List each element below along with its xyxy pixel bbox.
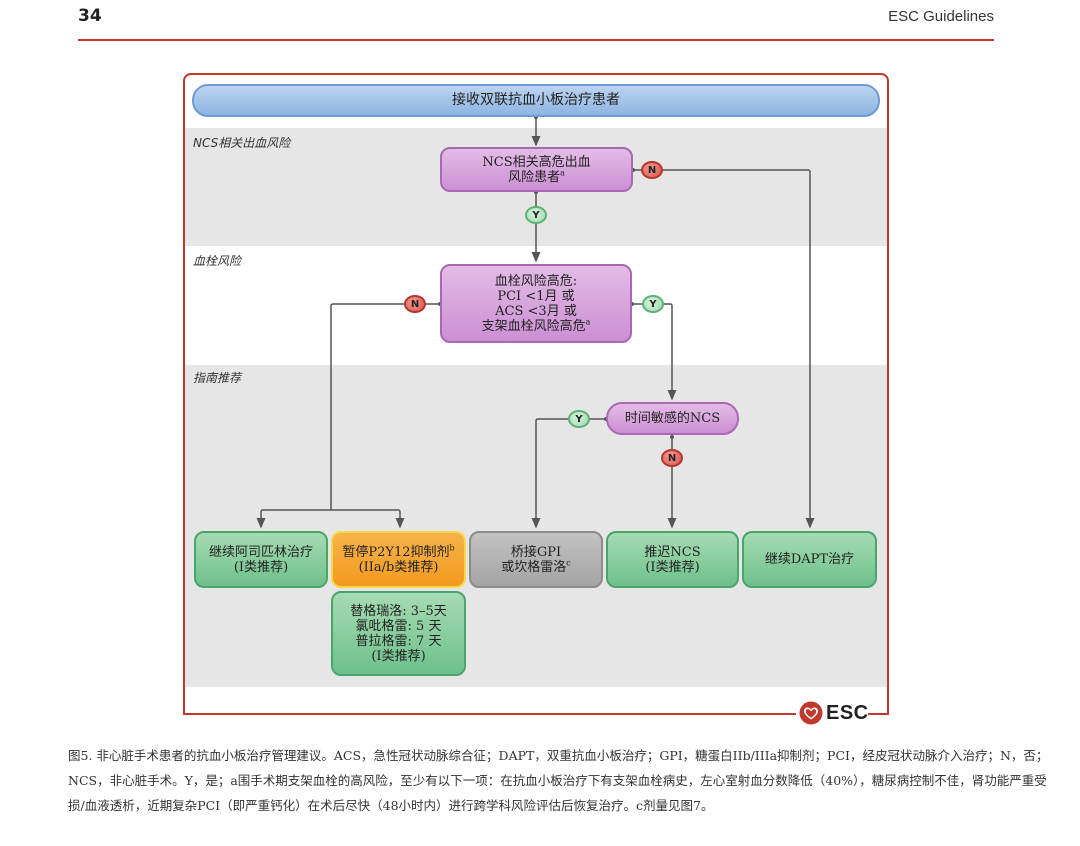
node-ncs-high-bleeding: NCS相关高危出血 风险患者a <box>440 147 633 192</box>
node-time-sensitive-label: 时间敏感的NCS <box>624 411 721 426</box>
badge-no-time-sensitive: N <box>661 449 683 467</box>
esc-logo-text: ESC <box>826 701 869 724</box>
node-pause-p2y12-sup: b <box>449 543 455 553</box>
node-stop-schedule: 替格瑞洛: 3–5天 氯吡格雷: 5 天 普拉格雷: 7 天 (I类推荐) <box>331 591 466 676</box>
node-continue-aspirin-line1: 继续阿司匹林治疗 <box>208 544 313 560</box>
band-label-thrombosis: 血栓风险 <box>193 254 242 268</box>
node-bridge-line2-wrap: 或坎格雷洛c <box>501 558 571 575</box>
node-ncs-high-bleeding-line2-wrap: 风险患者a <box>508 168 565 185</box>
page-number: 34 <box>78 6 102 26</box>
node-thrombosis-line2: PCI <1月 或 <box>497 288 575 304</box>
esc-heart-icon <box>799 701 823 725</box>
node-bridge-line1: 桥接GPI <box>510 544 562 560</box>
node-stop-line3: 普拉格雷: 7 天 <box>355 633 442 649</box>
badge-no-bleeding: N <box>641 161 663 179</box>
header-brand: ESC Guidelines <box>888 8 994 25</box>
node-thrombosis-line3: ACS <3月 或 <box>495 303 577 319</box>
node-bridge-gpi: 桥接GPI 或坎格雷洛c <box>469 531 603 588</box>
node-bridge-sup: c <box>566 558 571 568</box>
node-thrombosis-high-risk: 血栓风险高危: PCI <1月 或 ACS <3月 或 支架血栓风险高危a <box>440 264 632 343</box>
node-stop-line1: 替格瑞洛: 3–5天 <box>350 603 447 619</box>
node-delay-line1: 推迟NCS <box>644 544 701 560</box>
node-pause-p2y12-line1-wrap: 暂停P2Y12抑制剂b <box>342 543 455 560</box>
node-pause-p2y12-line1: 暂停P2Y12抑制剂 <box>342 544 450 560</box>
node-pause-p2y12-line2: (IIa/b类推荐) <box>358 559 439 575</box>
node-ncs-high-bleeding-line2: 风险患者 <box>508 169 561 185</box>
edge-time-yes-to-bridge <box>531 418 606 529</box>
node-thrombosis-line1: 血栓风险高危: <box>494 273 578 289</box>
badge-yes-thrombosis: Y <box>642 295 664 313</box>
node-start: 接收双联抗血小板治疗患者 <box>192 84 880 117</box>
node-ncs-high-bleeding-line1: NCS相关高危出血 <box>482 154 591 170</box>
node-thrombosis-line4-wrap: 支架血栓风险高危a <box>481 317 591 334</box>
node-continue-aspirin-line2: (I类推荐) <box>233 559 289 575</box>
node-stop-line2: 氯吡格雷: 5 天 <box>355 618 442 634</box>
frame-bottom-right <box>868 713 889 715</box>
node-continue-dapt: 继续DAPT治疗 <box>742 531 877 588</box>
badge-no-thrombosis: N <box>404 295 426 313</box>
node-bridge-line2: 或坎格雷洛 <box>501 559 567 575</box>
edge-thrombo-no-to-split <box>330 303 440 510</box>
edge-split-to-aspirin <box>256 509 331 529</box>
edge-bleed-no-to-dapt <box>633 169 815 529</box>
badge-yes-time-sensitive: Y <box>568 410 590 428</box>
node-continue-dapt-label: 继续DAPT治疗 <box>764 552 855 567</box>
node-thrombosis-line4: 支架血栓风险高危 <box>481 318 586 334</box>
edge-split-to-pause <box>331 509 405 529</box>
band-label-ncs-bleeding: NCS相关出血风险 <box>193 136 291 150</box>
node-delay-ncs: 推迟NCS (I类推荐) <box>606 531 739 588</box>
node-ncs-high-bleeding-sup: a <box>560 168 565 178</box>
edge-thrombo-yes-to-time <box>632 303 677 401</box>
node-thrombosis-sup: a <box>585 317 591 327</box>
node-delay-line2: (I类推荐) <box>645 559 700 575</box>
band-label-recommendation: 指南推荐 <box>193 371 242 385</box>
node-start-label: 接收双联抗血小板治疗患者 <box>452 92 620 108</box>
node-stop-line4: (I类推荐) <box>371 648 426 664</box>
esc-logo: ESC <box>799 700 869 726</box>
node-time-sensitive-ncs: 时间敏感的NCS <box>606 402 739 435</box>
header-rule <box>78 39 994 41</box>
node-continue-aspirin: 继续阿司匹林治疗 (I类推荐) <box>194 531 328 588</box>
frame-bottom-left <box>183 713 796 715</box>
badge-yes-bleeding: Y <box>525 206 547 224</box>
figure-caption: 图5. 非心脏手术患者的抗血小板治疗管理建议。ACS，急性冠状动脉综合征；DAP… <box>68 748 1049 813</box>
node-pause-p2y12: 暂停P2Y12抑制剂b (IIa/b类推荐) <box>331 531 466 588</box>
